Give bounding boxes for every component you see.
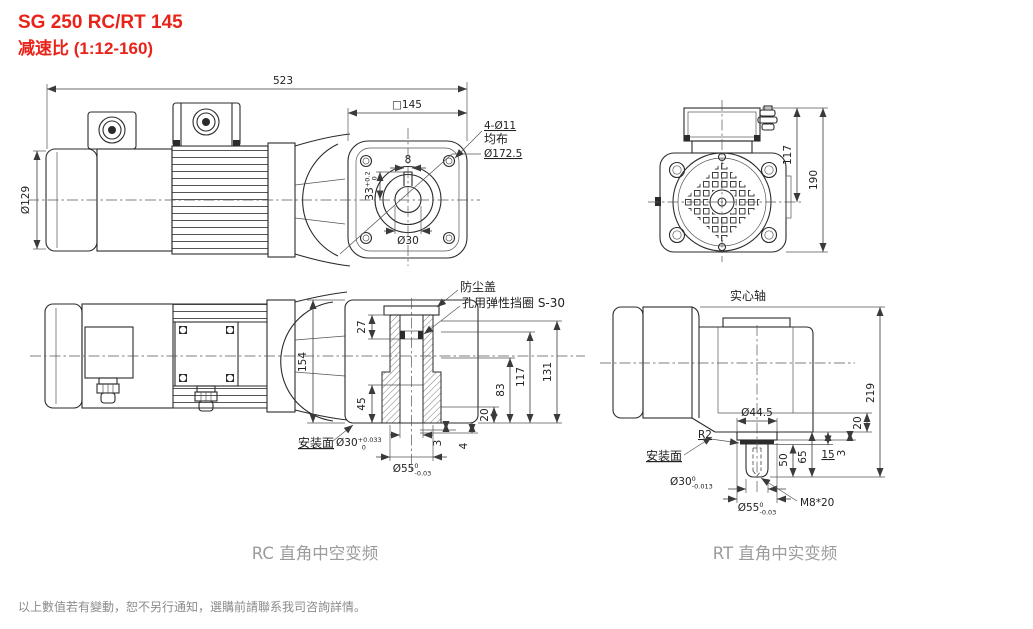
dim-bolt-circle: Ø172.5 — [484, 148, 522, 160]
footer-note: 以上數值若有變動，恕不另行通知，選購前請聯系我司咨詢詳情。 — [18, 600, 367, 614]
dim-hub-tol: Ø550-0.03 — [393, 462, 432, 478]
dim-motor-diameter: Ø129 — [20, 186, 32, 214]
rear-bolt-holes — [668, 161, 778, 244]
dim-bolt-holes: 4-Ø11 — [484, 120, 516, 132]
motor-rear-view: 117 190 — [648, 100, 828, 262]
dim-4: 4 — [458, 442, 470, 449]
dim-shaft-tol: Ø300-0.013 — [670, 475, 713, 491]
dim-131: 131 — [542, 362, 554, 382]
ratio-subtitle: 减速比 (1:12-160) — [18, 39, 154, 58]
label-circlip: 孔用弹性挡圈 S-30 — [462, 296, 565, 310]
dim-45: 45 — [356, 397, 368, 410]
rc-bottom-view: 防尘盖 孔用弹性挡圈 S-30 154 27 45 131 117 83 20 … — [30, 279, 585, 478]
page-title: SG 250 RC/RT 145 — [18, 12, 183, 33]
label-mount-face-rt: 安装面 — [646, 448, 682, 463]
dim-20: 20 — [479, 408, 491, 421]
label-solid-shaft: 实心轴 — [730, 288, 766, 303]
dim-rt-50: 50 — [778, 453, 790, 466]
label-mount-face-rc: 安装面 — [298, 435, 334, 450]
label-dust-cover: 防尘盖 — [460, 279, 496, 294]
label-evenly-spaced: 均布 — [484, 132, 508, 146]
gland-top-left — [96, 377, 120, 404]
cable-gland — [757, 105, 778, 131]
dim-box-to-center: 117 — [782, 145, 794, 165]
dim-rt-hub-tol: Ø550-0.03 — [738, 501, 777, 517]
dim-27: 27 — [356, 320, 368, 333]
rt-side-view: 实心轴 Ø44.5 R2 安装面 — [600, 288, 885, 517]
dim-rt-15: 15 — [821, 449, 834, 461]
dim-117: 117 — [515, 367, 527, 387]
dim-overall-height: 190 — [808, 170, 820, 190]
dim-keyway-height: 33+0.20 — [364, 171, 379, 200]
label-r2: R2 — [698, 429, 712, 441]
mount-bolts — [179, 326, 234, 382]
dim-flange-square: □145 — [392, 99, 422, 111]
dim-rt-20: 20 — [852, 416, 864, 429]
rc-front-view: 8 33+0.20 Ø30 □145 Ø172.5 4-Ø11 均布 — [28, 99, 522, 266]
dim-154: 154 — [297, 352, 309, 372]
gland-top-mid — [194, 385, 218, 412]
dim-rt-3: 3 — [836, 450, 848, 457]
flange-bolt-holes — [359, 154, 456, 245]
title-block: SG 250 RC/RT 145 减速比 (1:12-160) — [18, 12, 183, 59]
dim-3: 3 — [432, 440, 444, 447]
dim-overall-length: 523 — [273, 75, 293, 87]
caption-rt: RT 直角中实变频 — [712, 544, 838, 563]
dim-keyway-width: 8 — [405, 154, 412, 166]
dim-rt-65: 65 — [797, 450, 809, 463]
dim-83: 83 — [495, 383, 507, 396]
caption-rc: RC 直角中空变频 — [251, 544, 379, 563]
label-m8-tap: M8*20 — [800, 497, 834, 509]
dim-219: 219 — [865, 383, 877, 403]
circlip-section — [400, 331, 405, 339]
